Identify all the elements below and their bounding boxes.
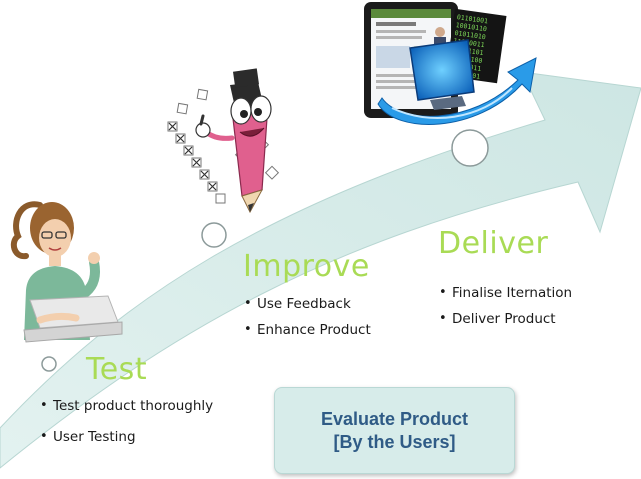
evaluate-line-2: [By the Users] bbox=[333, 431, 456, 452]
pencil-mascot-icon bbox=[195, 68, 272, 214]
bullet-item: Deliver Product bbox=[439, 311, 572, 327]
bullet-item: User Testing bbox=[40, 429, 213, 445]
bullet-item: Test product thoroughly bbox=[40, 398, 213, 414]
woman-laptop-icon bbox=[10, 201, 123, 343]
stage-title-deliver: Deliver bbox=[438, 226, 549, 261]
bullet-item: Use Feedback bbox=[244, 296, 371, 312]
test-bullets: Test product thoroughly User Testing bbox=[40, 398, 213, 445]
deliver-bullets: Finalise Iternation Deliver Product bbox=[439, 285, 572, 327]
blue-arrow-icon bbox=[377, 57, 537, 125]
bullet-item: Finalise Iternation bbox=[439, 285, 572, 301]
stage-title-improve: Improve bbox=[243, 249, 370, 284]
bullet-item: Enhance Product bbox=[244, 322, 371, 338]
improve-bullets: Use Feedback Enhance Product bbox=[244, 296, 371, 338]
progress-arrow bbox=[0, 71, 641, 469]
monitor-icon bbox=[409, 39, 475, 110]
stage-title-test: Test bbox=[86, 352, 148, 387]
milestone-circle-improve bbox=[201, 222, 227, 248]
evaluate-product-box: Evaluate Product [By the Users] bbox=[274, 387, 515, 474]
milestone-circle-deliver bbox=[451, 129, 489, 167]
milestone-circle-test bbox=[41, 356, 57, 372]
evaluate-line-1: Evaluate Product bbox=[320, 408, 469, 429]
